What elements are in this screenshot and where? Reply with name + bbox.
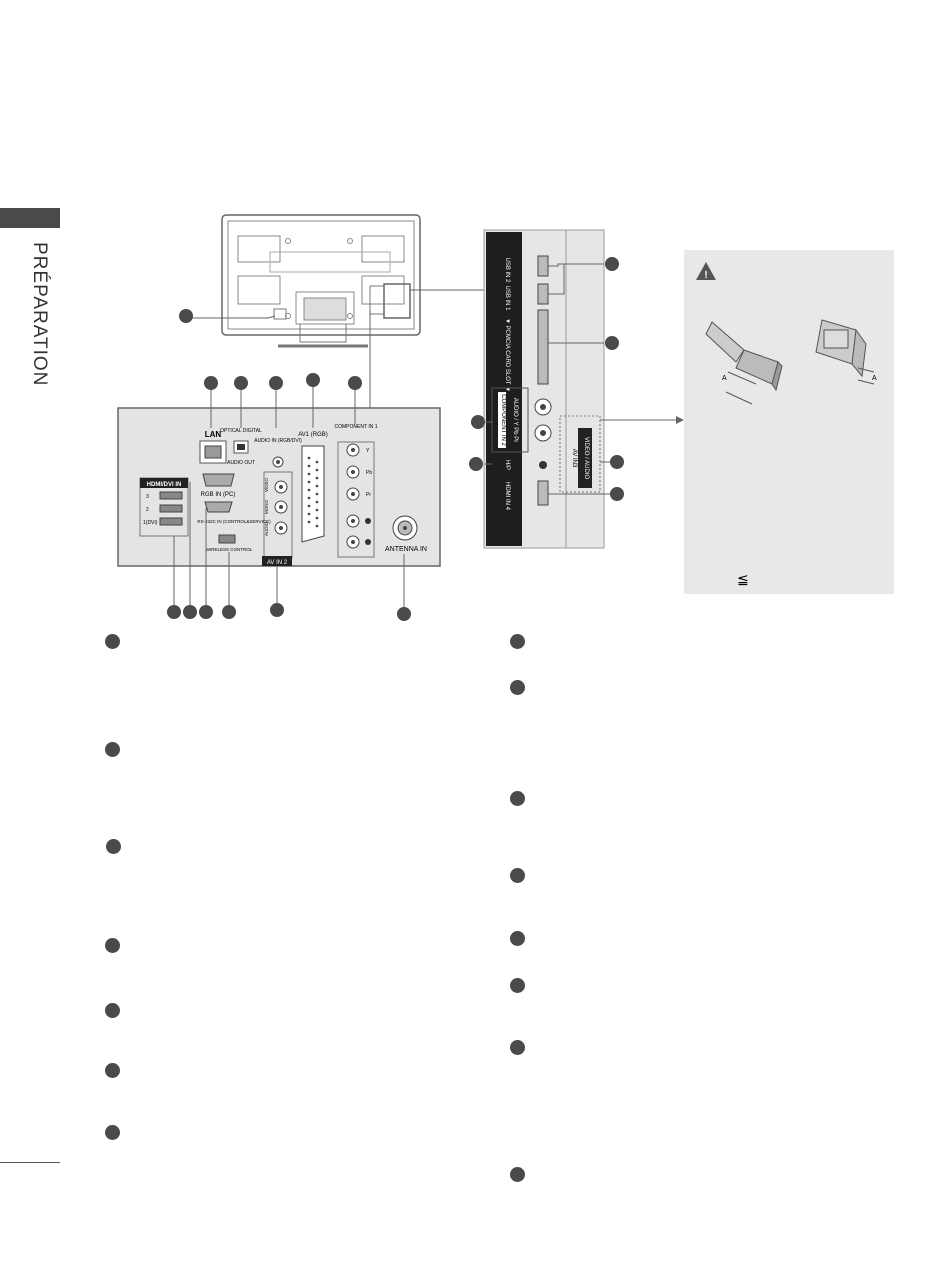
list-item-bullet (105, 1125, 120, 1140)
list-item-bullet (510, 680, 525, 695)
svg-text:1(DVI): 1(DVI) (143, 520, 158, 526)
list-item-bullet (510, 868, 525, 883)
svg-text:A: A (722, 375, 727, 382)
svg-text:▼ PCMCIA CARD SLOT ▼: ▼ PCMCIA CARD SLOT ▼ (504, 318, 510, 392)
svg-text:AV IN3: AV IN3 (571, 449, 577, 468)
svg-text:RS-232C IN (CONTROL&SERVICE): RS-232C IN (CONTROL&SERVICE) (197, 519, 271, 524)
svg-text:USB IN 1: USB IN 1 (504, 285, 510, 311)
list-item-bullet (510, 1167, 525, 1182)
svg-text:AUDIO IN (RGB/DVI): AUDIO IN (RGB/DVI) (254, 438, 302, 444)
list-item-bullet (510, 634, 525, 649)
svg-text:HDMI IN 4: HDMI IN 4 (504, 482, 510, 511)
svg-text:3: 3 (146, 494, 149, 500)
svg-text:WIRELESS CONTROL: WIRELESS CONTROL (206, 547, 253, 552)
svg-text:VIDEO: VIDEO (264, 477, 269, 492)
svg-text:MONO: MONO (264, 500, 269, 514)
list-item-bullet (510, 931, 525, 946)
svg-text:AV1 (RGB): AV1 (RGB) (298, 432, 328, 438)
svg-text:AUDIO OUT: AUDIO OUT (227, 460, 255, 466)
callout-marker (179, 309, 193, 323)
list-item-bullet (510, 1040, 525, 1055)
list-item-bullet (105, 938, 120, 953)
list-item-bullet (105, 1003, 120, 1018)
list-item-bullet (106, 839, 121, 854)
svg-text:USB IN 2: USB IN 2 (504, 257, 510, 283)
section-tab-marker (0, 208, 60, 228)
svg-text:A: A (872, 375, 877, 382)
list-item-bullet (510, 978, 525, 993)
svg-text:AUDIO / Y Pb Pr: AUDIO / Y Pb Pr (512, 398, 518, 442)
svg-text:AV IN 2: AV IN 2 (267, 560, 288, 566)
svg-text:RGB IN (PC): RGB IN (PC) (201, 492, 236, 498)
svg-text:≦: ≦ (737, 571, 749, 587)
list-item-bullet (510, 791, 525, 806)
svg-text:2: 2 (146, 507, 149, 513)
svg-text:Pb: Pb (366, 470, 372, 476)
section-title: PRÉPARATION (29, 242, 50, 387)
svg-text:LAN: LAN (205, 430, 222, 439)
svg-text:H/P: H/P (504, 460, 510, 470)
back-connector-panel: LAN OPTICAL DIGITAL AUDIO OUT AUDIO IN (… (117, 373, 441, 621)
svg-text:Y: Y (366, 448, 370, 454)
svg-text:HDMI/DVI IN: HDMI/DVI IN (147, 482, 182, 488)
svg-text:Pr: Pr (366, 492, 371, 498)
svg-text:VIDEO / AUDIO: VIDEO / AUDIO (583, 437, 589, 480)
list-item-bullet (105, 634, 120, 649)
footer-rule (0, 1162, 60, 1163)
svg-text:AUDIO: AUDIO (264, 521, 269, 536)
list-item-bullet (105, 742, 120, 757)
svg-text:ANTENNA IN: ANTENNA IN (385, 546, 427, 553)
svg-text:COMPONENT IN 1: COMPONENT IN 1 (335, 424, 378, 430)
svg-text:COMPONENT IN 2: COMPONENT IN 2 (500, 394, 506, 446)
svg-text:!: ! (704, 270, 707, 281)
tv-back-view (221, 214, 421, 348)
list-item-bullet (105, 1063, 120, 1078)
hdmi-cable-warning-box: ! A A ≦ (684, 250, 894, 594)
side-connector-panel: USB IN 2 USB IN 1 ▼ PCMCIA CARD SLOT ▼ C… (469, 229, 684, 549)
svg-text:OPTICAL DIGITAL: OPTICAL DIGITAL (220, 428, 262, 434)
